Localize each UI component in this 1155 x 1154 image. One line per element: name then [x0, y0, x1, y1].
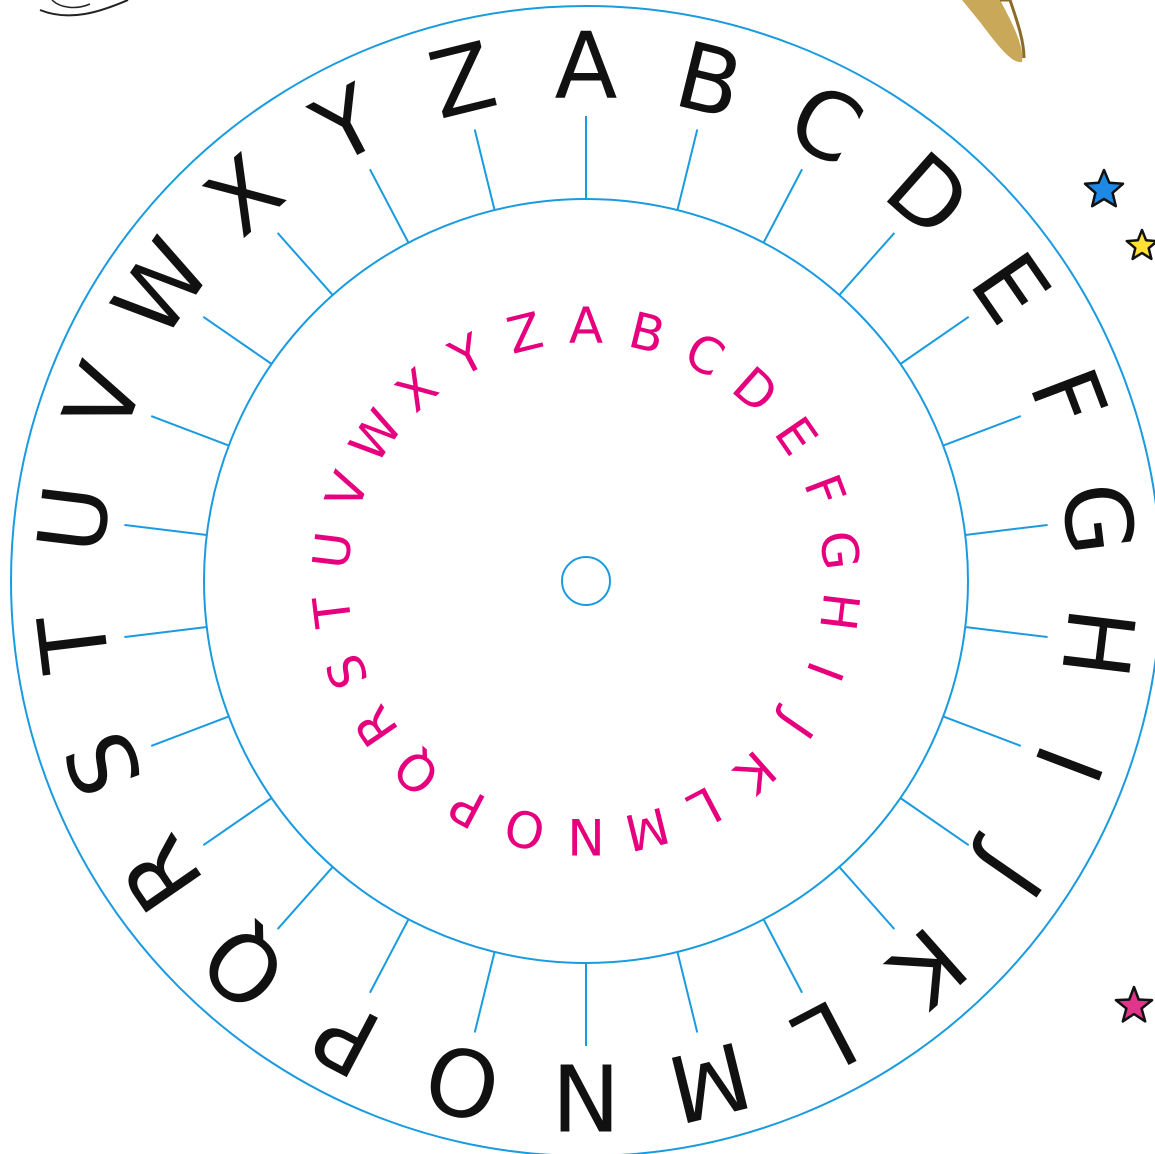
sector-divider-line: [677, 130, 697, 211]
inner-letter-r[interactable]: R: [342, 695, 409, 757]
sector-divider-line: [965, 627, 1047, 637]
sector-divider-line: [943, 416, 1021, 445]
sector-divider-line: [203, 317, 271, 364]
sector-divider-line: [151, 416, 229, 445]
sector-divider-line: [943, 716, 1021, 745]
inner-letter-k[interactable]: K: [723, 739, 787, 805]
inner-letter-c[interactable]: C: [676, 321, 734, 389]
inner-letter-s[interactable]: S: [315, 646, 380, 696]
inner-letter-o[interactable]: O: [499, 796, 551, 862]
sector-divider-line: [124, 525, 206, 535]
inner-letter-f[interactable]: F: [792, 467, 856, 514]
sector-divider-line: [764, 169, 803, 242]
inner-letter-h[interactable]: H: [808, 590, 870, 634]
outer-letter-c: C: [772, 63, 879, 188]
sector-divider-line: [124, 627, 206, 637]
sector-divider-line: [839, 233, 894, 295]
sector-divider-line: [370, 919, 409, 992]
inner-letter-d[interactable]: D: [721, 356, 788, 425]
outer-letter-n: N: [552, 1043, 621, 1150]
sector-divider-line: [203, 798, 271, 845]
inner-letter-x[interactable]: X: [385, 357, 449, 423]
outer-letter-b: B: [666, 21, 753, 140]
outer-letter-v: V: [43, 350, 165, 447]
pink-star-icon: [1116, 987, 1152, 1021]
outer-letter-y: Y: [296, 64, 397, 186]
sector-divider-line: [764, 919, 803, 992]
inner-letter-z[interactable]: Z: [501, 301, 548, 366]
sector-divider-line: [839, 867, 894, 929]
inner-letter-t[interactable]: T: [302, 593, 363, 632]
inner-letter-a[interactable]: A: [569, 297, 603, 355]
sector-divider-line: [965, 525, 1047, 535]
outer-letter-u: U: [18, 479, 132, 559]
inner-letter-n[interactable]: N: [567, 807, 604, 865]
outer-letter-d: D: [866, 132, 990, 259]
inner-letter-e[interactable]: E: [763, 407, 829, 466]
inner-letter-j[interactable]: J: [768, 701, 826, 749]
inner-letter-l[interactable]: L: [679, 775, 731, 839]
outer-letter-l: L: [778, 978, 873, 1097]
inner-letter-v[interactable]: V: [314, 464, 380, 517]
star-decorations: [1085, 170, 1155, 1021]
outer-letter-a: A: [555, 13, 618, 120]
outer-letter-o: O: [415, 1020, 511, 1141]
inner-letter-g[interactable]: G: [808, 528, 870, 573]
outer-letter-g: G: [1040, 477, 1155, 561]
inner-letter-m[interactable]: M: [619, 795, 675, 862]
blue-star-icon: [1085, 170, 1123, 206]
sector-divider-line: [370, 169, 409, 242]
outer-letter-f: F: [1008, 355, 1127, 442]
sector-divider-line: [278, 233, 333, 295]
sector-divider-line: [900, 798, 968, 845]
top-left-sketch-decoration: [40, 0, 128, 15]
brass-pin-icon: [940, 0, 1024, 62]
outer-letter-i: I: [1013, 732, 1123, 795]
sector-divider-line: [151, 716, 229, 745]
center-pivot-hole[interactable]: [562, 557, 610, 605]
sector-divider-line: [677, 952, 697, 1033]
inner-letter-q[interactable]: Q: [383, 737, 451, 807]
inner-letter-p[interactable]: P: [441, 774, 495, 839]
sector-divider-lines: [124, 116, 1047, 1046]
outer-letter-s: S: [44, 717, 165, 810]
outer-letter-z: Z: [419, 21, 506, 140]
outer-letter-j: J: [958, 828, 1064, 915]
sector-divider-line: [900, 317, 968, 364]
inner-letter-y[interactable]: Y: [440, 322, 495, 388]
outer-letter-e: E: [949, 234, 1070, 343]
outer-letter-r: R: [100, 817, 224, 930]
outer-letter-q: Q: [182, 902, 307, 1030]
inner-letter-u[interactable]: U: [302, 529, 364, 572]
outer-letter-t: T: [18, 608, 131, 678]
yellow-star-icon: [1127, 230, 1155, 259]
sector-divider-line: [278, 867, 333, 929]
outer-letter-h: H: [1040, 602, 1155, 684]
outer-letter-m: M: [658, 1020, 761, 1143]
sector-divider-line: [475, 130, 495, 211]
outer-letter-p: P: [297, 977, 396, 1098]
inner-letter-i[interactable]: I: [795, 654, 854, 688]
sector-divider-line: [475, 952, 495, 1033]
outer-letter-w: W: [92, 221, 232, 357]
inner-letter-b[interactable]: B: [623, 301, 670, 366]
inner-letter-w[interactable]: W: [338, 399, 414, 473]
